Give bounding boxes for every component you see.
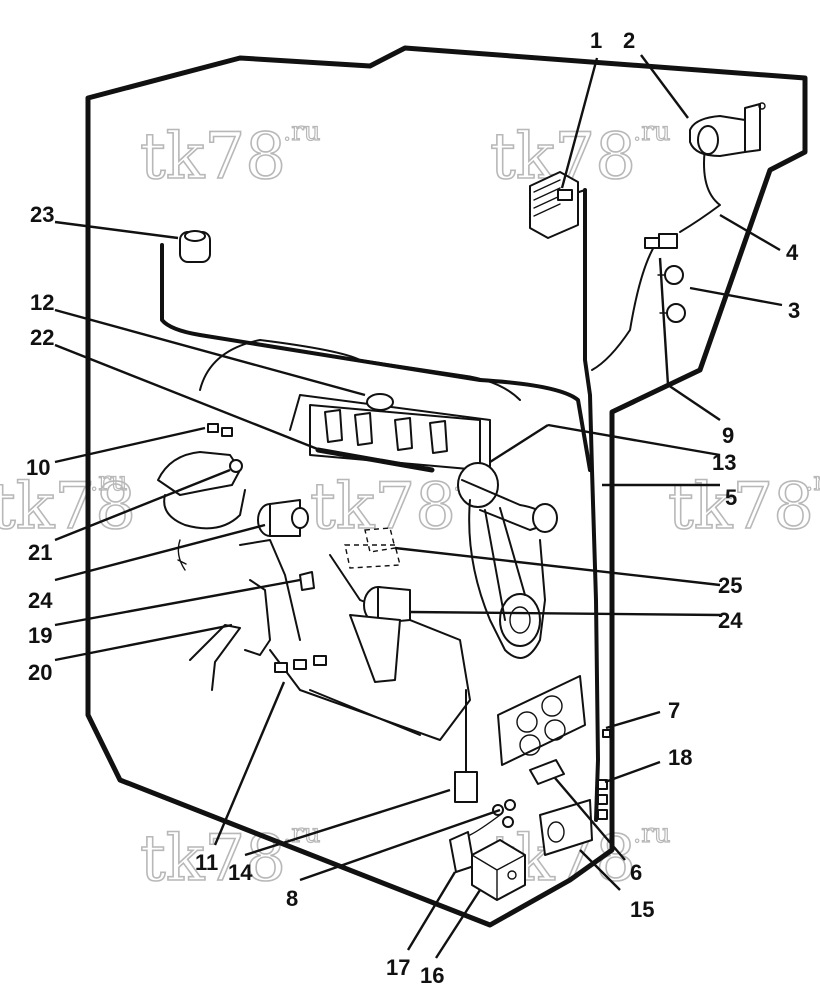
connector-inline bbox=[644, 233, 678, 249]
callout-1: 1 bbox=[590, 28, 602, 53]
callout-labels: 1 2 3 4 5 6 7 8 9 10 11 12 13 14 15 16 1… bbox=[26, 28, 800, 988]
engine-block bbox=[177, 339, 521, 741]
watermark: tk78 .ru bbox=[0, 466, 137, 544]
ecu-module bbox=[529, 171, 579, 239]
horn bbox=[179, 230, 211, 263]
instrument-panel bbox=[497, 675, 586, 766]
watermark-suffix: .ru bbox=[805, 467, 820, 497]
pan-connectors bbox=[274, 655, 327, 673]
solenoid-upper bbox=[257, 499, 309, 537]
watermark-main: tk78 bbox=[668, 470, 814, 544]
watermark: tk78 .ru bbox=[667, 466, 820, 544]
callout-4: 4 bbox=[786, 240, 799, 265]
callout-7: 7 bbox=[668, 698, 680, 723]
callout-19: 19 bbox=[28, 623, 52, 648]
intake-assembly bbox=[157, 423, 246, 530]
callout-2: 2 bbox=[623, 28, 635, 53]
filler-cap bbox=[366, 393, 394, 411]
callout-5: 5 bbox=[725, 485, 737, 510]
relay bbox=[529, 759, 565, 785]
callout-24: 24 bbox=[718, 608, 743, 633]
watermark-suffix: .ru bbox=[283, 117, 320, 147]
callout-18: 18 bbox=[668, 745, 692, 770]
fuse-box bbox=[539, 799, 593, 856]
callout-10: 10 bbox=[26, 455, 50, 480]
watermark: tk78 .ru bbox=[139, 116, 321, 194]
connector-pair bbox=[657, 265, 686, 323]
sensor-box bbox=[454, 771, 478, 803]
connector-17 bbox=[449, 831, 475, 873]
callout-14: 14 bbox=[228, 860, 253, 885]
main-harness bbox=[160, 147, 721, 822]
alternator bbox=[457, 462, 558, 659]
connector-block bbox=[597, 729, 611, 820]
callout-23: 23 bbox=[30, 202, 54, 227]
callout-16: 16 bbox=[420, 963, 444, 988]
watermark-suffix: .ru bbox=[90, 467, 127, 497]
callout-24: 24 bbox=[28, 588, 53, 613]
watermark-main: tk78 bbox=[0, 470, 136, 544]
callout-6: 6 bbox=[630, 860, 642, 885]
battery bbox=[471, 839, 526, 901]
solenoid-lower bbox=[349, 586, 411, 683]
callout-15: 15 bbox=[630, 897, 654, 922]
watermark-main: tk78 bbox=[140, 120, 286, 194]
watermark-suffix: .ru bbox=[633, 117, 670, 147]
watermark-suffix: .ru bbox=[633, 819, 670, 849]
injectors bbox=[324, 409, 448, 454]
callout-8: 8 bbox=[286, 886, 298, 911]
watermark-main: tk78 bbox=[310, 470, 456, 544]
callout-12: 12 bbox=[30, 290, 54, 315]
engine-bay-outline bbox=[85, 45, 808, 928]
callout-25: 25 bbox=[718, 573, 742, 598]
callout-9: 9 bbox=[722, 423, 734, 448]
callout-11: 11 bbox=[195, 850, 218, 875]
control-unit bbox=[689, 102, 766, 157]
fuel-rail bbox=[315, 447, 435, 473]
callout-22: 22 bbox=[30, 325, 54, 350]
callout-13: 13 bbox=[712, 450, 736, 475]
callout-20: 20 bbox=[28, 660, 52, 685]
callout-17: 17 bbox=[386, 955, 410, 980]
watermark: tk78 .ru bbox=[489, 116, 671, 194]
callout-21: 21 bbox=[28, 540, 52, 565]
leader-lines bbox=[54, 54, 783, 959]
callout-3: 3 bbox=[788, 298, 800, 323]
